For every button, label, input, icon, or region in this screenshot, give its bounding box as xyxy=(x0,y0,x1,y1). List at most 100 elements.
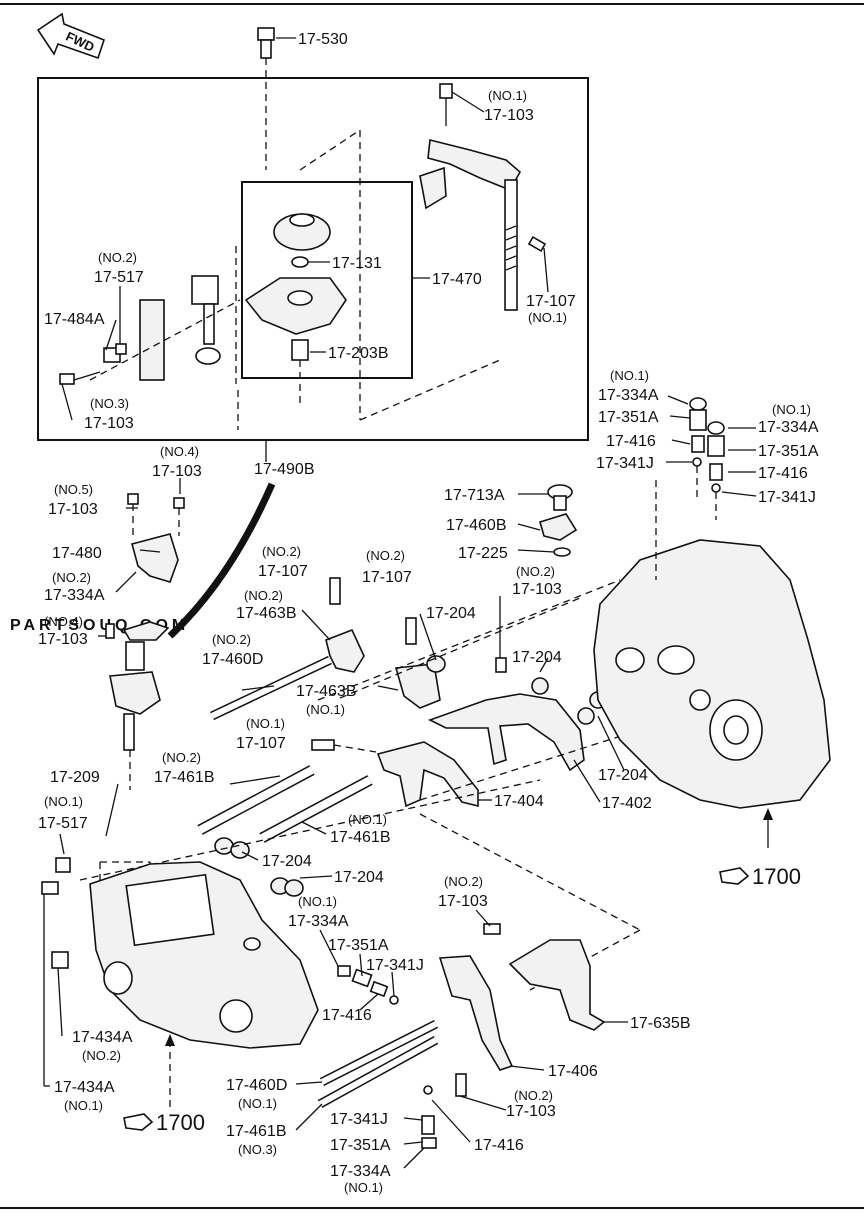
callout-17-517-no2: 17-517 xyxy=(94,269,144,286)
transmission-case-left xyxy=(89,861,319,1049)
callout-17-406: 17-406 xyxy=(548,1063,598,1080)
callout-17-461B-no3-qualifier: (NO.3) xyxy=(238,1142,277,1157)
callout-17-107-no1-top-qualifier: (NO.1) xyxy=(528,310,567,325)
shift-rods-lower xyxy=(317,1019,439,1108)
arrow-up-icon xyxy=(763,808,773,820)
callout-17-341J-b: 17-341J xyxy=(758,489,816,506)
callout-17-713A: 17-713A xyxy=(444,487,505,504)
book-ref-icon-left xyxy=(123,1113,154,1131)
transmission-case-right xyxy=(593,539,831,809)
assembly-frame-17-470 xyxy=(241,181,413,379)
callout-17-463B-no2-qualifier: (NO.2) xyxy=(244,588,283,603)
pin-17-107-no2b xyxy=(405,617,417,645)
callout-17-461B-no2: 17-461B xyxy=(154,769,215,786)
callout-17-461B-no1: 17-461B xyxy=(330,829,391,846)
callout-17-103-no4b: 17-103 xyxy=(38,631,88,648)
callout-17-204-e: 17-204 xyxy=(598,767,648,784)
callout-17-434A-no1-qualifier: (NO.1) xyxy=(64,1098,103,1113)
callout-17-416-a: 17-416 xyxy=(606,433,656,450)
callout-17-107-no2b: 17-107 xyxy=(362,569,412,586)
callout-17-530: 17-530 xyxy=(298,31,348,48)
callout-17-635B: 17-635B xyxy=(630,1015,691,1032)
selector-17-480 xyxy=(127,493,185,583)
callout-17-461B-no1-qualifier: (NO.1) xyxy=(348,812,387,827)
callout-17-107-no2a: 17-107 xyxy=(258,563,308,580)
callout-17-463B-no1: 17-463B xyxy=(296,683,357,700)
detent-set-bottom xyxy=(421,1085,437,1149)
callout-17-334A-no1c: 17-334A xyxy=(288,913,349,930)
callout-17-334A-no2: 17-334A xyxy=(44,587,105,604)
callout-17-107-no2b-qualifier: (NO.2) xyxy=(366,548,405,563)
detent-set-lower xyxy=(337,965,399,1005)
callout-17-103-no3-qualifier: (NO.3) xyxy=(90,396,129,411)
callout-17-103-no4b-qualifier: (NO.4) xyxy=(44,614,83,629)
callout-17-490B: 17-490B xyxy=(254,461,315,478)
callout-17-351A-d: 17-351A xyxy=(330,1137,391,1154)
cover-plate-17-470 xyxy=(244,213,347,361)
callout-17-460D-no2-qualifier: (NO.2) xyxy=(212,632,251,647)
assembly-leader xyxy=(167,482,276,639)
callout-17-334A-no1b: 17-334A xyxy=(758,419,819,436)
detent-set-right-b xyxy=(707,421,725,493)
callout-17-203B: 17-203B xyxy=(328,345,389,362)
book-ref-icon-right xyxy=(719,867,750,885)
callout-17-103-no1-top: 17-103 xyxy=(484,107,534,124)
callout-17-351A-c: 17-351A xyxy=(328,937,389,954)
callout-17-461B-no2-qualifier: (NO.2) xyxy=(162,750,201,765)
callout-17-402: 17-402 xyxy=(602,795,652,812)
callout-17-351A-a: 17-351A xyxy=(598,409,659,426)
bolt-17-103-no2a xyxy=(495,657,507,673)
callout-17-334A-no1b-qualifier: (NO.1) xyxy=(772,402,811,417)
fork-17-635B xyxy=(508,939,606,1031)
collar-17-204-d2 xyxy=(284,879,304,897)
callout-17-107-no1-top: 17-107 xyxy=(526,293,576,310)
callout-17-334A-no2-qualifier: (NO.2) xyxy=(52,570,91,585)
interlock-17-713A xyxy=(539,484,578,557)
callout-17-334A-no1a-qualifier: (NO.1) xyxy=(610,368,649,383)
fork-17-406 xyxy=(438,955,514,1071)
callout-17-461B-no3: 17-461B xyxy=(226,1123,287,1140)
control-rod-17-480-lower xyxy=(105,621,170,751)
callout-17-434A-no2: 17-434A xyxy=(72,1029,133,1046)
callout-17-209: 17-209 xyxy=(50,769,100,786)
ref-1700-left: 1700 xyxy=(156,1110,205,1135)
fork-17-402 xyxy=(427,693,585,772)
pin-17-107-no1b xyxy=(311,739,335,751)
callout-17-460D-no1-qualifier: (NO.1) xyxy=(238,1096,277,1111)
callout-17-334A-no1d: 17-334A xyxy=(330,1163,391,1180)
arrow-up-icon xyxy=(165,1034,175,1046)
callout-17-107-no1b: 17-107 xyxy=(236,735,286,752)
callout-17-341J-a: 17-341J xyxy=(596,455,654,472)
callout-17-103-no2c: 17-103 xyxy=(506,1103,556,1120)
callout-17-103-no4: 17-103 xyxy=(152,463,202,480)
shift-shaft-assembly xyxy=(419,83,547,311)
callout-17-204-a: 17-204 xyxy=(426,605,476,622)
fork-17-404 xyxy=(376,741,479,808)
callout-17-517-no1-qualifier: (NO.1) xyxy=(44,794,83,809)
callout-17-404: 17-404 xyxy=(494,793,544,810)
callout-17-204-b: 17-204 xyxy=(512,649,562,666)
callout-17-334A-no1a: 17-334A xyxy=(598,387,659,404)
selector-assembly-left xyxy=(59,275,221,385)
callout-17-107-no1b-qualifier: (NO.1) xyxy=(246,716,285,731)
plug-17-434A xyxy=(41,857,71,969)
callout-17-103-no5-qualifier: (NO.5) xyxy=(54,482,93,497)
ref-1700-right: 1700 xyxy=(752,864,801,889)
assembly-frame-17-490b xyxy=(37,77,589,441)
callout-17-480: 17-480 xyxy=(52,545,102,562)
callout-17-103-no4-qualifier: (NO.4) xyxy=(160,444,199,459)
callout-17-103-no2c-qualifier: (NO.2) xyxy=(514,1088,553,1103)
callout-17-103-no3: 17-103 xyxy=(84,415,134,432)
callout-17-416-c: 17-416 xyxy=(322,1007,372,1024)
bolt-17-530 xyxy=(257,27,275,59)
callout-17-434A-no2-qualifier: (NO.2) xyxy=(82,1048,121,1063)
callout-17-204-c: 17-204 xyxy=(262,853,312,870)
callout-17-416-d: 17-416 xyxy=(474,1137,524,1154)
detent-set-right-a xyxy=(689,397,707,467)
callout-17-416-b: 17-416 xyxy=(758,465,808,482)
callout-17-334A-no1d-qualifier: (NO.1) xyxy=(344,1180,383,1195)
callout-17-470: 17-470 xyxy=(432,271,482,288)
callout-17-517-no1: 17-517 xyxy=(38,815,88,832)
callout-17-103-no2a-qualifier: (NO.2) xyxy=(516,564,555,579)
shift-rods-upper xyxy=(197,655,373,843)
